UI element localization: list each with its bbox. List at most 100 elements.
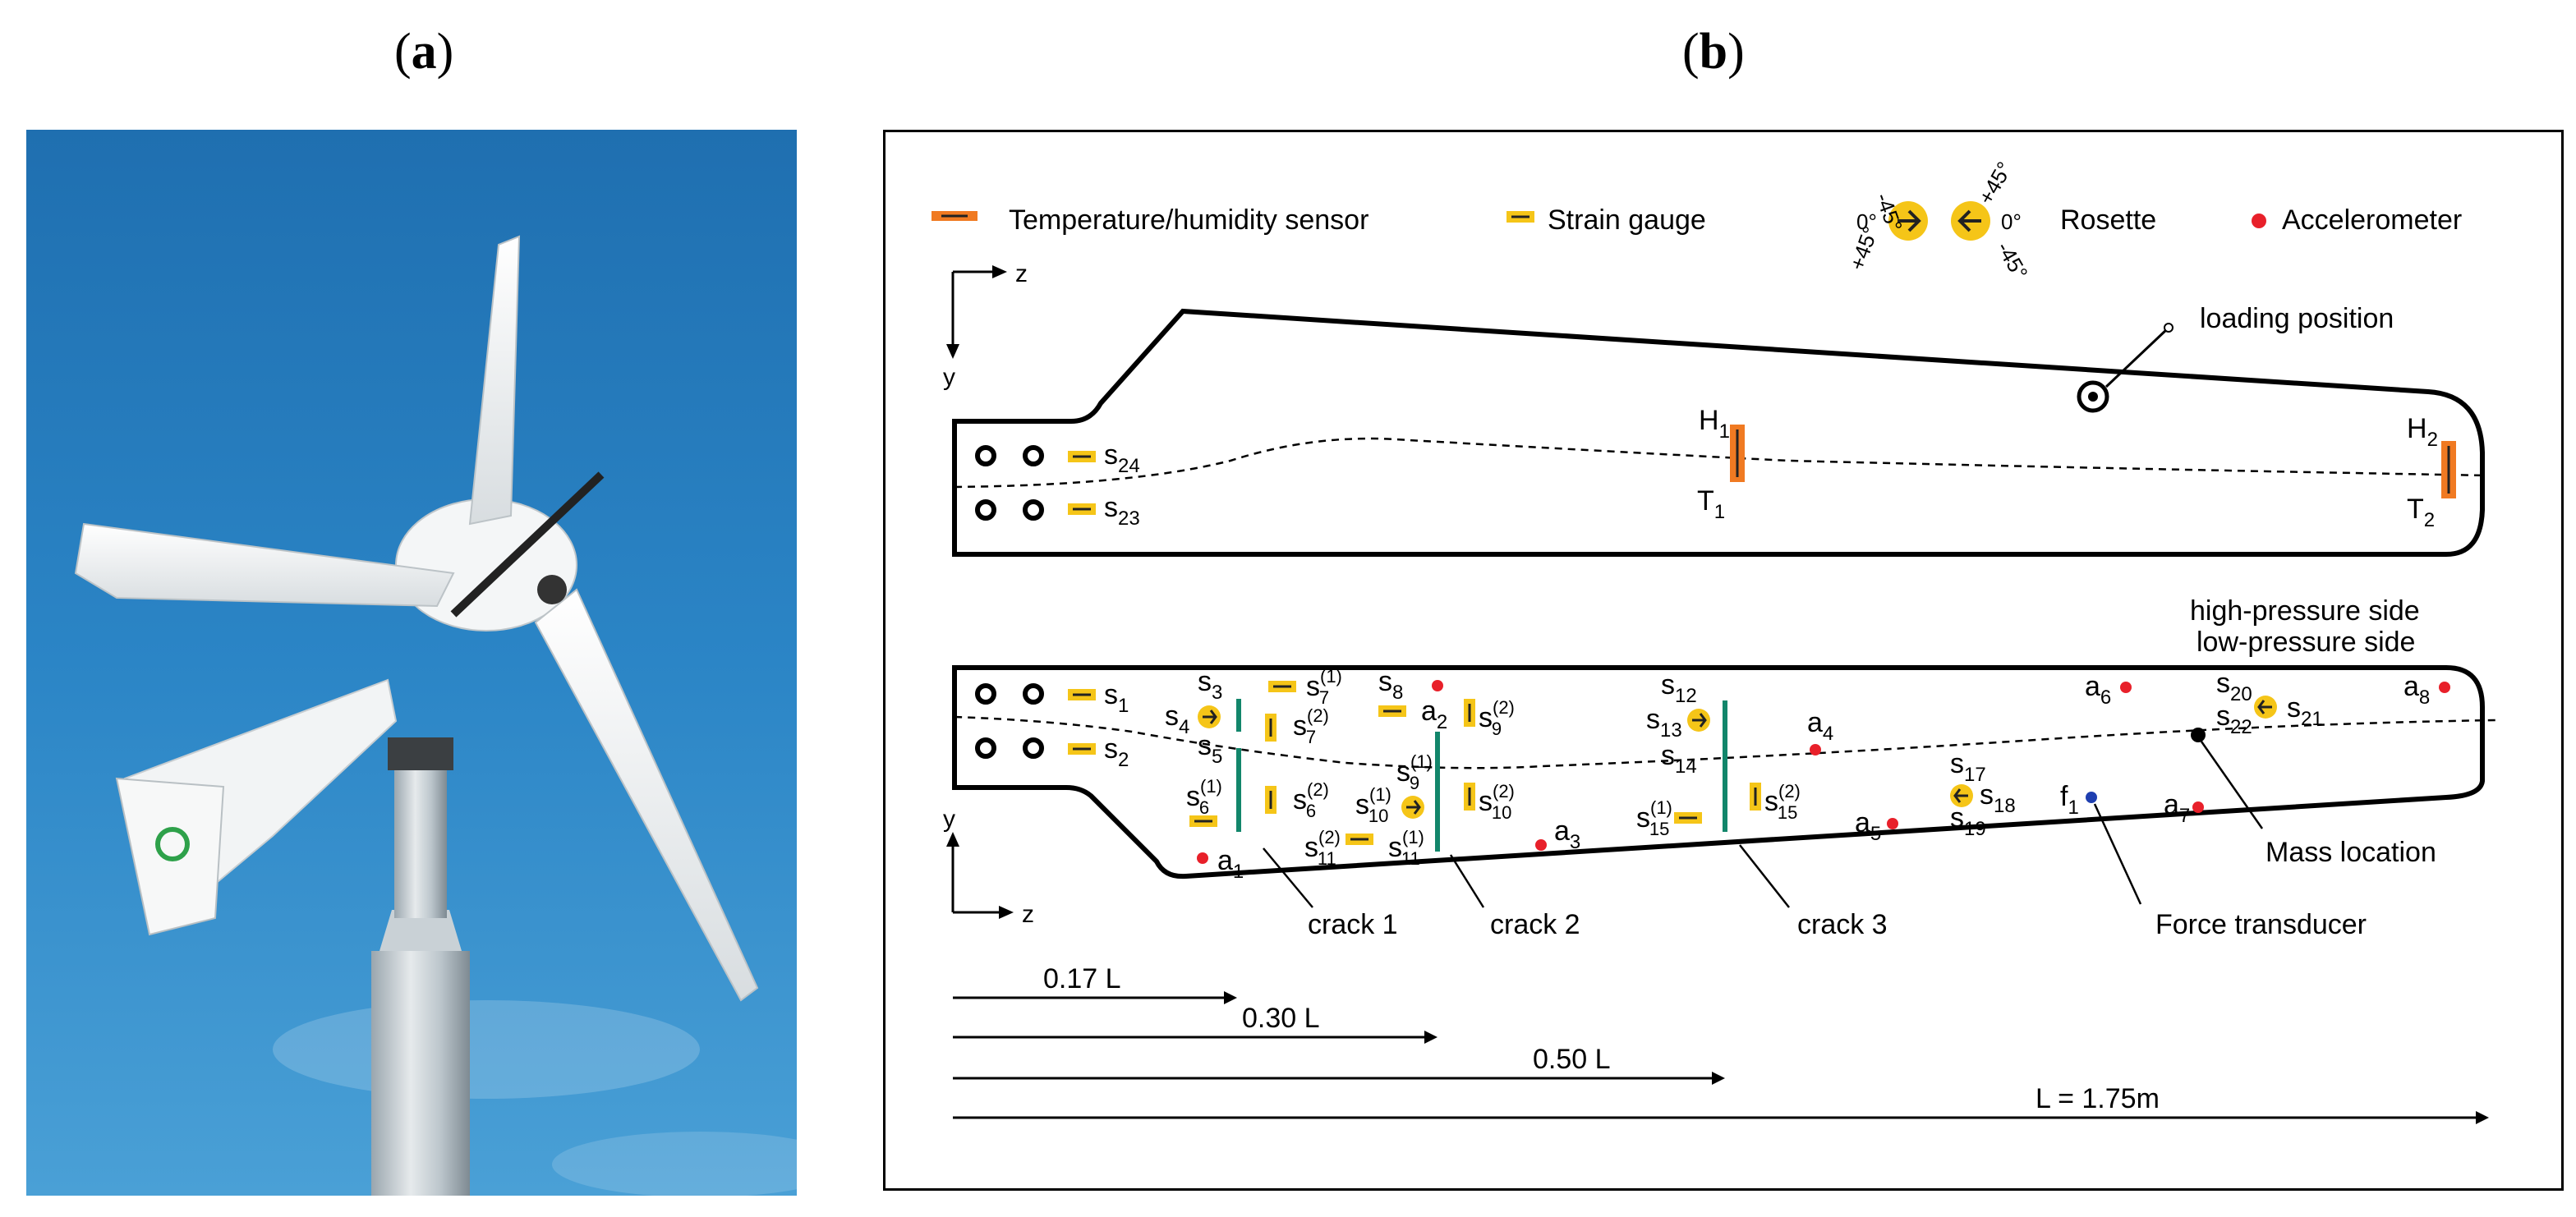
blade-top	[468, 235, 521, 526]
blade-strut	[450, 471, 605, 618]
legend-temp-humidity: Temperature/humidity sensor	[1009, 204, 1368, 236]
label-s18: s18	[1980, 779, 2016, 817]
accelerometer-a2	[1432, 680, 1443, 691]
label-s6-2: s(2)6	[1293, 779, 1329, 821]
loading-position-marker	[2077, 380, 2109, 413]
label-s11-2: s(2)11	[1304, 827, 1341, 869]
force-transducer-f1	[2086, 792, 2097, 803]
hub	[537, 575, 567, 604]
label-s11-1: s(1)11	[1388, 827, 1424, 869]
bolt-hole	[975, 499, 996, 521]
blade-bottom	[534, 588, 759, 1002]
diagram-svg: Temperature/humidity sensor Strain gauge…	[932, 158, 2496, 1124]
accelerometer-legend-icon	[2252, 214, 2266, 228]
panel-a-label: (a)	[394, 24, 454, 80]
label-s22: s22	[2216, 700, 2252, 738]
axis-z-label: z	[1015, 260, 1028, 287]
bolt-hole	[1023, 737, 1044, 759]
label-s13: s13	[1646, 704, 1682, 742]
axis-y-label-lower: y	[943, 806, 955, 833]
panel-b-label: (b)	[1682, 24, 1745, 80]
label-s21: s21	[2287, 692, 2323, 730]
cloud	[273, 1000, 700, 1099]
legend-strain-gauge: Strain gauge	[1548, 204, 1706, 236]
bolt-hole	[975, 445, 996, 466]
accelerometer-a5	[1887, 818, 1898, 829]
blade-left	[74, 522, 455, 608]
label-a1: a1	[1217, 845, 1244, 883]
dim-017L-label: 0.17 L	[1043, 963, 1121, 994]
rosette-plus45-left: +45°	[1844, 223, 1883, 273]
tower-mast	[394, 754, 447, 918]
legend: Temperature/humidity sensor Strain gauge…	[932, 158, 2462, 284]
bolt-hole	[975, 737, 996, 759]
label-s4: s4	[1165, 700, 1189, 738]
label-s6-1: s(1)6	[1186, 776, 1222, 818]
bolt-hole	[1023, 683, 1044, 705]
mass-location-label: Mass location	[2266, 837, 2436, 868]
label-s10-2: s(2)10	[1479, 781, 1515, 823]
accelerometer-a4	[1810, 744, 1821, 755]
crack-2-label: crack 2	[1490, 909, 1580, 940]
high-pressure-outline	[952, 308, 2485, 557]
axis-y-label: y	[943, 364, 955, 391]
label-T2: T2	[2407, 494, 2435, 531]
label-a4: a4	[1807, 707, 1833, 745]
bolt-hole	[975, 683, 996, 705]
label-s12: s12	[1661, 669, 1697, 707]
label-s2: s2	[1104, 733, 1129, 771]
rosette-minus45-right: -45°	[1992, 237, 2033, 284]
bolt-hole	[1023, 499, 1044, 521]
force-transducer-label: Force transducer	[2155, 909, 2367, 940]
low-pressure-blade: low-pressure side y z crack 1 crack 2	[943, 627, 2496, 940]
label-s1: s1	[1104, 679, 1129, 717]
accelerometer-a1	[1197, 852, 1208, 864]
legend-accelerometer: Accelerometer	[2282, 204, 2462, 236]
bolt-hole	[1023, 445, 1044, 466]
sensor-layout-diagram: Temperature/humidity sensor Strain gauge…	[883, 130, 2564, 1191]
label-s5: s5	[1198, 730, 1222, 768]
accelerometer-a8	[2439, 682, 2450, 693]
dim-030L-label: 0.30 L	[1242, 1003, 1320, 1034]
label-s8: s8	[1378, 666, 1403, 704]
legend-rosette: Rosette	[2060, 204, 2156, 236]
label-a3: a3	[1554, 815, 1580, 853]
high-pressure-blade: z y	[943, 260, 2488, 627]
label-s14: s14	[1661, 740, 1697, 778]
label-H2: H2	[2407, 413, 2438, 451]
crack-1-label: crack 1	[1308, 909, 1398, 940]
accelerometer-a6	[2120, 682, 2132, 693]
label-s15-2: s(2)15	[1764, 781, 1801, 823]
high-pressure-title: high-pressure side	[2190, 595, 2420, 627]
loading-position-label: loading position	[2200, 303, 2394, 334]
label-s10-1: s(1)10	[1355, 784, 1392, 826]
label-a2: a2	[1421, 696, 1447, 733]
high-pressure-chord-line	[954, 437, 2488, 489]
label-s23: s23	[1104, 492, 1140, 530]
label-a8: a8	[2404, 671, 2430, 709]
label-a5: a5	[1855, 807, 1881, 845]
accelerometer-a7	[2192, 801, 2204, 813]
label-T1: T1	[1697, 485, 1725, 523]
label-s24: s24	[1104, 439, 1140, 477]
logo-mark	[155, 827, 190, 861]
label-s9-1: s(1)9	[1396, 751, 1433, 793]
label-s7-2: s(2)7	[1293, 705, 1329, 747]
low-pressure-chord-line	[954, 715, 2496, 769]
cloud	[552, 1132, 797, 1196]
label-H1: H1	[1699, 405, 1730, 443]
label-s9-2: s(2)9	[1479, 697, 1515, 739]
rosette-zero-left: 0°	[1856, 209, 1877, 234]
label-f1: f1	[2060, 781, 2079, 819]
mass-location-marker	[2191, 728, 2206, 742]
dim-050L-label: 0.50 L	[1533, 1044, 1611, 1075]
label-a6: a6	[2085, 671, 2111, 709]
crack-3-label: crack 3	[1797, 909, 1888, 940]
axis-z-label-lower: z	[1022, 901, 1034, 928]
dimension-arrows: 0.17 L 0.30 L 0.50 L L = 1.75m	[953, 963, 2489, 1124]
label-a7: a7	[2164, 789, 2190, 827]
accelerometer-a3	[1535, 839, 1547, 851]
tower-pole	[371, 951, 470, 1196]
low-pressure-outline	[952, 665, 2485, 879]
yaw-bearing	[388, 737, 453, 770]
